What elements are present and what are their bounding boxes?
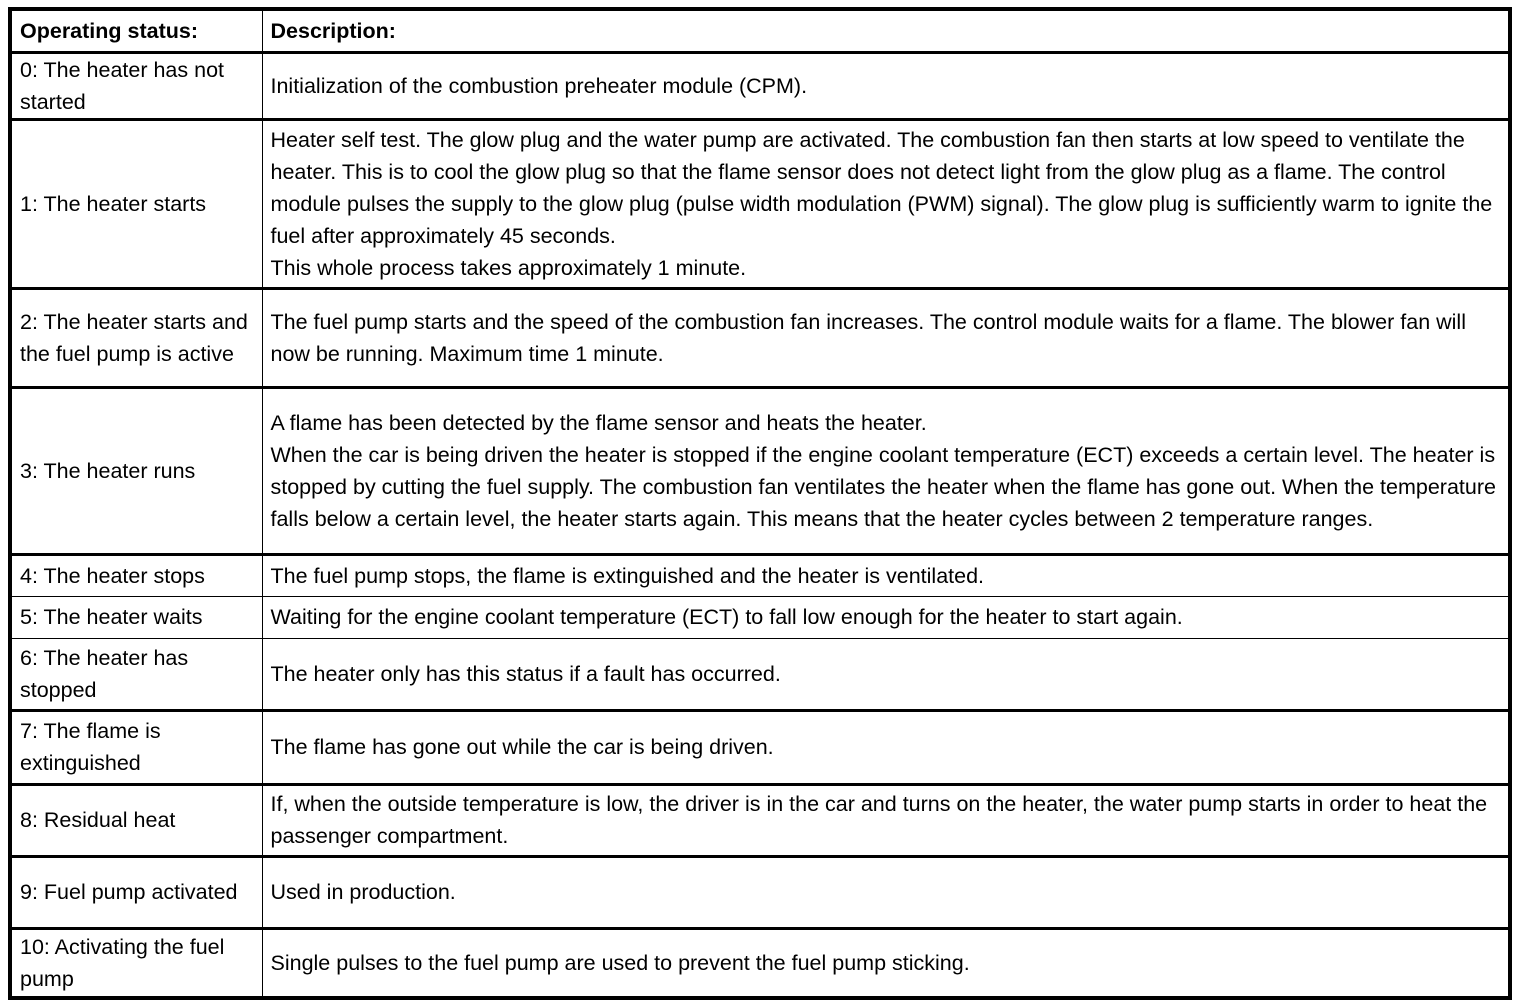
cell-operating-status: 1: The heater starts	[9, 118, 263, 290]
operating-status-table: Operating status: Description: 0: The he…	[8, 7, 1512, 1000]
table-row: 4: The heater stops The fuel pump stops,…	[9, 553, 1511, 597]
table-row: 6: The heater has stopped The heater onl…	[9, 637, 1511, 712]
cell-description: If, when the outside temperature is low,…	[261, 783, 1511, 858]
table-row: 2: The heater starts and the fuel pump i…	[9, 287, 1511, 389]
cell-operating-status: 7: The flame is extinguished	[9, 709, 263, 786]
cell-description: The flame has gone out while the car is …	[261, 709, 1511, 786]
table-row: 3: The heater runs A flame has been dete…	[9, 386, 1511, 556]
table-row: 5: The heater waits Waiting for the engi…	[9, 595, 1511, 639]
cell-operating-status: 6: The heater has stopped	[9, 637, 263, 712]
table-row: 0: The heater has not started Initializa…	[9, 51, 1511, 121]
cell-operating-status: 3: The heater runs	[9, 386, 263, 556]
table-header-row: Operating status: Description:	[9, 8, 1511, 54]
cell-description: Heater self test. The glow plug and the …	[261, 118, 1511, 290]
cell-operating-status: 0: The heater has not started	[9, 51, 263, 121]
cell-description: Single pulses to the fuel pump are used …	[261, 927, 1511, 999]
cell-description: The heater only has this status if a fau…	[261, 637, 1511, 712]
table-header: Operating status: Description:	[9, 8, 1511, 54]
cell-operating-status: 8: Residual heat	[9, 783, 263, 858]
cell-operating-status: 2: The heater starts and the fuel pump i…	[9, 287, 263, 389]
table-row: 10: Activating the fuel pump Single puls…	[9, 927, 1511, 999]
table-row: 9: Fuel pump activated Used in productio…	[9, 855, 1511, 930]
cell-description: The fuel pump stops, the flame is exting…	[261, 553, 1511, 597]
cell-operating-status: 9: Fuel pump activated	[9, 855, 263, 930]
cell-operating-status: 10: Activating the fuel pump	[9, 927, 263, 999]
cell-description: Initialization of the combustion preheat…	[261, 51, 1511, 121]
cell-operating-status: 4: The heater stops	[9, 553, 263, 597]
cell-description: The fuel pump starts and the speed of th…	[261, 287, 1511, 389]
table-row: 7: The flame is extinguished The flame h…	[9, 709, 1511, 786]
cell-operating-status: 5: The heater waits	[9, 595, 263, 639]
column-header-operating-status: Operating status:	[9, 8, 263, 54]
column-header-description: Description:	[261, 8, 1511, 54]
cell-description: A flame has been detected by the flame s…	[261, 386, 1511, 556]
table-body: 0: The heater has not started Initializa…	[9, 51, 1511, 999]
cell-description: Used in production.	[261, 855, 1511, 930]
table-row: 1: The heater starts Heater self test. T…	[9, 118, 1511, 290]
table-row: 8: Residual heat If, when the outside te…	[9, 783, 1511, 858]
cell-description: Waiting for the engine coolant temperatu…	[261, 595, 1511, 639]
